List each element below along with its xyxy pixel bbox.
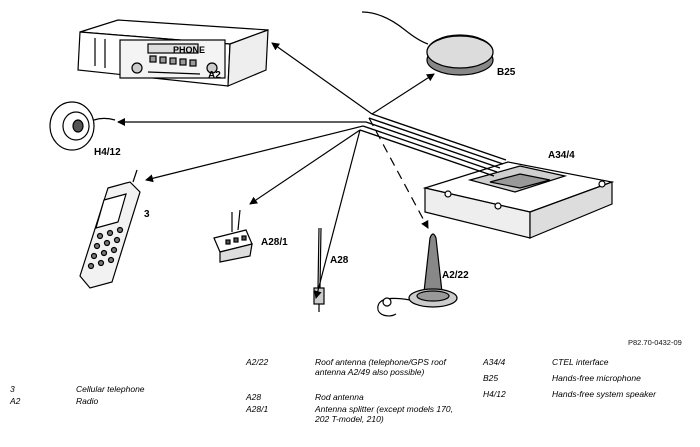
legend-code: B25	[483, 373, 499, 383]
label-a28-1: A28/1	[261, 237, 288, 248]
label-a2-22: A2/22	[442, 270, 469, 281]
legend-desc: Hands-free system speaker	[552, 389, 656, 399]
legend-code: A34/4	[483, 357, 506, 367]
legend-code: 3	[10, 384, 15, 394]
wiring-diagram: PHONE	[49, 11, 615, 317]
radio-a2-drawing	[77, 19, 269, 87]
cable-bundle	[359, 113, 507, 177]
legend-desc: CTEL interface	[552, 357, 609, 367]
speaker-h412-drawing	[49, 101, 116, 151]
label-phone-3: 3	[144, 209, 150, 220]
legend-code: A28	[246, 392, 262, 402]
ctel-interface-drawing	[422, 161, 615, 239]
rod-antenna-drawing	[313, 227, 325, 312]
label-a28: A28	[330, 255, 349, 266]
legend-code: A2	[10, 396, 21, 406]
legend-desc: Antenna splitter (except models 170, 202…	[315, 404, 453, 424]
label-a2: A2	[208, 70, 221, 81]
label-b25: B25	[497, 67, 516, 78]
legend-code: A28/1	[246, 404, 269, 414]
legend-code: A2/22	[246, 357, 269, 367]
radio-brand-text: PHONE	[173, 45, 205, 55]
legend-desc: Roof antenna (telephone/GPS roof antenna…	[315, 357, 446, 377]
legend-desc: Rod antenna	[315, 392, 364, 402]
cellular-telephone-drawing	[79, 169, 141, 289]
legend-code: H4/12	[483, 389, 506, 399]
connection-lines	[117, 42, 435, 299]
roof-antenna-drawing	[377, 233, 458, 317]
legend-desc: Radio	[76, 396, 99, 406]
legend-desc: Hands-free microphone	[552, 373, 641, 383]
label-a34-4: A34/4	[548, 150, 575, 161]
label-h4-12: H4/12	[94, 147, 121, 158]
figure-reference: P82.70-0432-09	[628, 338, 682, 347]
antenna-splitter-drawing	[213, 209, 253, 263]
microphone-b25-drawing	[361, 11, 494, 76]
legend-desc: Cellular telephone	[76, 384, 145, 394]
